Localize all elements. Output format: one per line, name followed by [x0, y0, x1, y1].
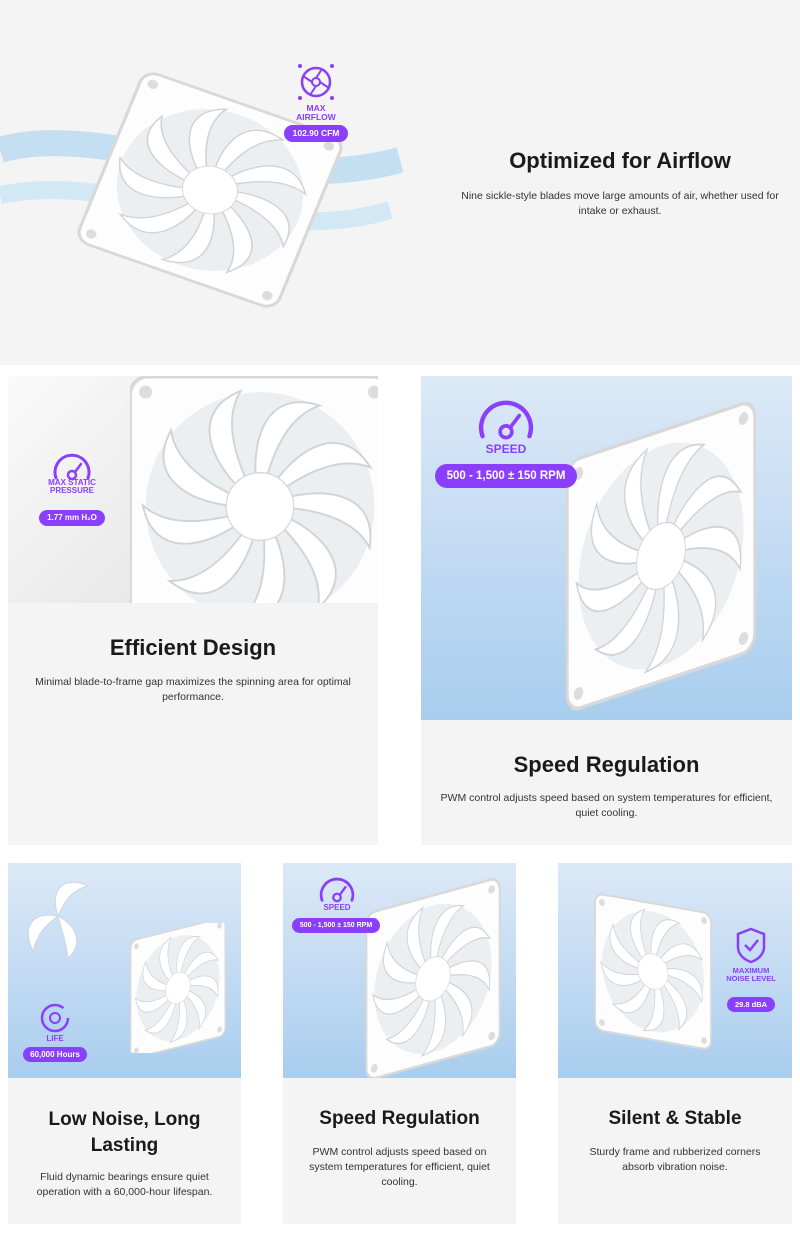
card-title: Efficient Design: [109, 635, 277, 660]
badge-value: 102.90 CFM: [284, 125, 348, 142]
card-title: Low Noise, Long Lasting: [48, 1109, 201, 1156]
hero-section: MAX AIRFLOW 102.90 CFM Optimized for Air…: [0, 0, 800, 365]
badge-label: MAX AIRFLOW: [296, 103, 336, 122]
badge-label: SPEED: [323, 903, 351, 912]
card-title: Silent & Stable: [608, 1108, 742, 1129]
fan-icon: [298, 64, 334, 100]
feature-card-speed-regulation-2: SPEED 500 - 1,500 ± 150 RPM Speed Regula…: [283, 863, 516, 1224]
section-description: Nine sickle-style blades move large amou…: [461, 190, 779, 217]
lifecycle-icon: [40, 1003, 70, 1033]
card-image: MAX STATIC PRESSURE 1.77 mm H₂O: [8, 376, 378, 603]
section-title: Optimized for Airflow: [509, 148, 731, 173]
feature-card-low-noise: LIFE 60,000 Hours Low Noise, Long Lastin…: [8, 863, 241, 1224]
blade-image: [27, 881, 90, 959]
badge-label: MAX STATIC PRESSURE: [48, 478, 96, 496]
feature-card-silent-stable: MAXIMUM NOISE LEVEL 29.8 dBA Silent & St…: [558, 863, 792, 1224]
card-image: MAXIMUM NOISE LEVEL 29.8 dBA: [558, 863, 792, 1078]
card-description: Minimal blade-to-frame gap maximizes the…: [35, 676, 351, 703]
card-description: PWM control adjusts speed based on syste…: [440, 792, 773, 819]
card-description: Fluid dynamic bearings ensure quiet oper…: [36, 1171, 213, 1198]
fan-image: [594, 892, 712, 1052]
gauge-icon: [476, 398, 536, 442]
fan-image: [565, 397, 757, 715]
badge-label: SPEED: [485, 442, 527, 456]
card-title: Speed Regulation: [513, 752, 700, 777]
card-image: LIFE 60,000 Hours: [8, 863, 241, 1078]
badge-value: 1.77 mm H₂O: [39, 510, 105, 526]
badge-value: 500 - 1,500 ± 150 RPM: [435, 464, 577, 488]
card-description: PWM control adjusts speed based on syste…: [309, 1146, 490, 1188]
gauge-icon: [319, 877, 355, 903]
card-title: Speed Regulation: [319, 1108, 480, 1129]
card-description: Sturdy frame and rubberized corners abso…: [589, 1146, 761, 1173]
shield-check-icon: [736, 927, 766, 964]
badge-value: 500 - 1,500 ± 150 RPM: [292, 918, 380, 933]
card-image: SPEED 500 - 1,500 ± 150 RPM: [283, 863, 516, 1078]
fan-image: [129, 923, 227, 1053]
fan-image: [130, 376, 378, 603]
feature-card-efficient-design: MAX STATIC PRESSURE 1.77 mm H₂O Efficien…: [8, 376, 378, 845]
badge-value: 60,000 Hours: [23, 1047, 87, 1062]
badge-value: 29.8 dBA: [727, 997, 775, 1012]
feature-card-speed-regulation: SPEED 500 - 1,500 ± 150 RPM Speed Regula…: [421, 376, 792, 845]
badge-label: LIFE: [46, 1034, 64, 1043]
badge-label: MAXIMUM NOISE LEVEL: [726, 966, 776, 983]
card-image: SPEED 500 - 1,500 ± 150 RPM: [421, 376, 792, 720]
